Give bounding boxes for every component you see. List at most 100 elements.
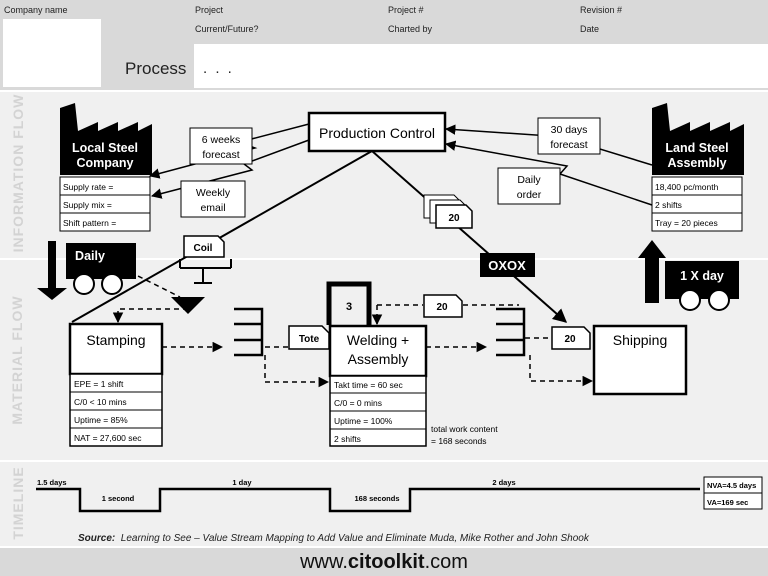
va-total: VA=169 sec <box>707 498 748 507</box>
customer-row: 2 shifts <box>655 200 682 210</box>
svg-text:forecast: forecast <box>202 149 239 161</box>
supplier-row: Supply rate = <box>63 182 113 192</box>
footer-prefix: www. <box>300 551 348 573</box>
withdrawal-kanban-qty: 20 <box>436 302 448 313</box>
customer-row: 18,400 pc/month <box>655 182 719 192</box>
project-label: Project <box>195 5 224 15</box>
timeline-band <box>0 462 768 546</box>
welding-title-line2: Assembly <box>348 351 409 367</box>
header-panel: Company name Project Current/Future? Pro… <box>0 0 768 90</box>
shipping-withdrawal-arrow <box>529 355 594 387</box>
company-name-label: Company name <box>4 5 68 15</box>
welding-assembly-process-box: Welding + Assembly Takt time = 60 sec C/… <box>328 324 428 447</box>
supplier-name-line2: Company <box>77 156 134 170</box>
footer-url[interactable]: www.citoolkit.com <box>0 548 768 576</box>
outbound-truck-icon: 1 X day <box>638 240 739 311</box>
footer-suffix: .com <box>424 551 468 573</box>
company-name-field <box>3 19 101 87</box>
daily-order-arrow <box>444 140 653 206</box>
withdrawal-arrow <box>264 355 330 388</box>
kanban-post-stack: 20 <box>423 194 473 229</box>
timeline-va-2: 168 seconds <box>354 494 399 503</box>
svg-text:Weekly: Weekly <box>196 187 231 199</box>
weekly-email-note: Weekly email <box>180 180 246 218</box>
customer-name-line2: Assembly <box>667 156 726 170</box>
load-leveling-box: OXOX <box>480 253 535 277</box>
timeline-ladder <box>36 487 700 513</box>
svg-text:order: order <box>517 189 542 201</box>
nva-total: NVA=4.5 days <box>707 481 756 490</box>
welding-data-row: Takt time = 60 sec <box>334 380 403 390</box>
process-value: . . . <box>203 60 234 77</box>
production-kanban-loop <box>112 308 188 324</box>
current-future-label: Current/Future? <box>195 24 259 34</box>
kanban-post-qty: 20 <box>448 213 460 224</box>
charted-by-label: Charted by <box>388 24 433 34</box>
oxox-label: OXOX <box>488 258 526 273</box>
stamping-data-row: EPE = 1 shift <box>74 379 124 389</box>
schedule-to-stamping-line <box>71 150 373 323</box>
work-content-note-line2: = 168 seconds <box>431 436 487 446</box>
footer-brand: citoolkit <box>347 551 425 573</box>
thirty-days-forecast-note: 30 days forecast <box>537 117 601 155</box>
inbound-truck-icon: Daily <box>37 241 136 300</box>
supermarket-icon <box>496 307 526 357</box>
date-label: Date <box>580 24 600 34</box>
inbound-flow-line <box>129 271 181 298</box>
customer-factory-icon: Land Steel Assembly <box>652 103 744 175</box>
timeline-nva-1: 1.5 days <box>37 478 67 487</box>
stamping-data-row: C/0 < 10 mins <box>74 397 127 407</box>
timeline-nva-2: 1 day <box>232 478 252 487</box>
supplier-row: Shift pattern = <box>63 218 116 228</box>
shipping-process-box: Shipping <box>592 324 688 396</box>
source-label: Source: <box>78 533 116 544</box>
fifo-lane-icon: 3 <box>326 281 372 325</box>
coil-signal-kanban: Coil <box>179 235 232 284</box>
inventory-triangle-icon <box>171 297 205 314</box>
six-weeks-forecast-note: 6 weeks forecast <box>189 127 253 165</box>
supplier-data-box: Supply rate = Supply mix = Shift pattern… <box>59 176 151 232</box>
supplier-factory-icon: Local Steel Company <box>60 103 152 175</box>
customer-name-line1: Land Steel <box>665 141 728 155</box>
inbound-truck-label: Daily <box>75 249 105 263</box>
revision-label: Revision # <box>580 5 623 15</box>
supplier-row: Supply mix = <box>63 200 112 210</box>
production-control-box: Production Control <box>307 111 447 153</box>
svg-text:Daily: Daily <box>517 174 541 186</box>
stamping-title: Stamping <box>86 332 145 348</box>
fifo-qty: 3 <box>346 301 352 313</box>
shipping-kanban: 20 <box>551 326 591 350</box>
timeline-totals-box: NVA=4.5 days VA=169 sec <box>703 476 763 510</box>
welding-data-row: Uptime = 100% <box>334 416 393 426</box>
supermarket-icon <box>234 307 264 357</box>
welding-data-row: 2 shifts <box>334 434 361 444</box>
project-number-label: Project # <box>388 5 424 15</box>
tote-kanban: Tote <box>288 325 330 350</box>
svg-text:6 weeks: 6 weeks <box>202 134 241 146</box>
process-field <box>194 44 768 88</box>
daily-order-note: Daily order <box>497 167 561 205</box>
shipping-title: Shipping <box>613 332 668 348</box>
welding-title-line1: Welding + <box>347 332 409 348</box>
coil-label: Coil <box>194 243 213 254</box>
customer-row: Tray = 20 pieces <box>655 218 718 228</box>
timeline-va-1: 1 second <box>102 494 135 503</box>
welding-data-row: C/0 = 0 mins <box>334 398 382 408</box>
stamping-data-row: Uptime = 85% <box>74 415 128 425</box>
supplier-name-line1: Local Steel <box>72 141 138 155</box>
stamping-process-box: Stamping EPE = 1 shift C/0 < 10 mins Upt… <box>68 322 164 447</box>
svg-text:30 days: 30 days <box>551 124 588 136</box>
svg-text:forecast: forecast <box>550 139 587 151</box>
stamping-data-row: NAT = 27,600 sec <box>74 433 142 443</box>
production-control-label: Production Control <box>319 125 435 141</box>
customer-data-box: 18,400 pc/month 2 shifts Tray = 20 piece… <box>651 176 743 232</box>
work-content-note-line1: total work content <box>431 424 498 434</box>
schedule-to-shipping-arrow <box>371 150 568 323</box>
withdrawal-kanban: 20 <box>423 294 463 318</box>
tote-label: Tote <box>299 334 320 345</box>
process-label: Process <box>125 59 187 78</box>
svg-text:email: email <box>200 202 225 214</box>
source-text: Learning to See – Value Stream Mapping t… <box>120 533 589 544</box>
timeline-nva-3: 2 days <box>492 478 515 487</box>
